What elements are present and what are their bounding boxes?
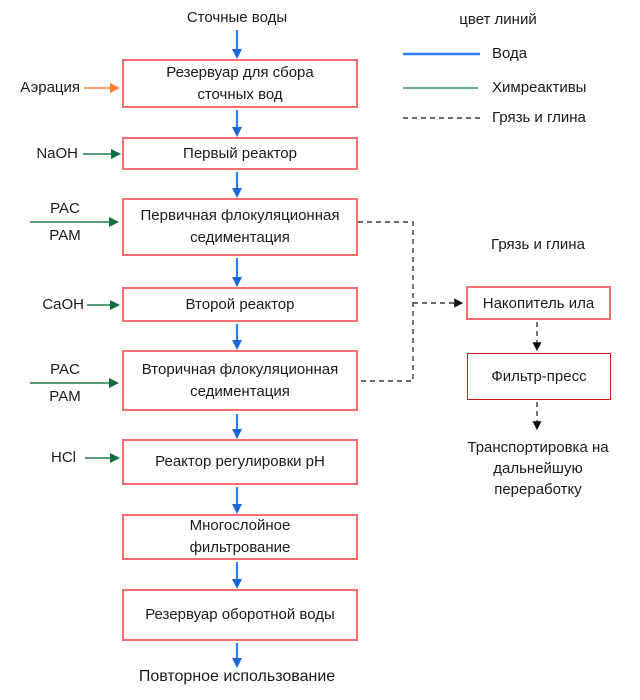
process-box-label: Многослойное фильтрование (189, 517, 291, 556)
process-box-label: Первичная флокуляционная седиментация (140, 207, 340, 246)
sludge-box-filter-press: Фильтр-пресс (467, 353, 611, 400)
legend-title: цвет линий (459, 11, 537, 28)
reagent-label-pam-1: PAM (49, 227, 81, 244)
process-box-first-reactor: Первый реактор (122, 137, 358, 170)
process-box-recycled-water-reservoir: Резервуар оборотной воды (122, 589, 358, 641)
legend-label-chemicals: Химреактивы (492, 79, 587, 96)
process-box-label: Реактор регулировки pH (155, 453, 325, 471)
process-box-label: Резервуар для сбора сточных вод (166, 63, 314, 103)
reagent-label-aeration: Аэрация (20, 79, 80, 96)
sludge-transport-label: Транспортировка на дальнейшую переработк… (467, 439, 609, 498)
process-box-collection-reservoir: Резервуар для сбора сточных вод (122, 59, 358, 108)
reagent-label-pac-2: PAC (50, 361, 80, 378)
sludge-box-tank: Накопитель ила (466, 286, 611, 320)
sludge-box-label: Фильтр-пресс (491, 368, 587, 385)
reagent-label-caoh: CaOH (42, 296, 84, 313)
legend-lines (403, 52, 480, 119)
reagent-label-pam-2: PAM (49, 388, 81, 405)
reagent-arrows (30, 83, 121, 463)
process-box-label: Второй реактор (185, 295, 295, 313)
sludge-box-label: Накопитель ила (482, 294, 595, 312)
reagent-label-pac-1: PAC (50, 200, 80, 217)
process-box-ph-reactor: Реактор регулировки pH (122, 439, 358, 485)
legend-label-sludge: Грязь и глина (492, 109, 586, 126)
reagent-label-hcl: HCl (51, 449, 76, 466)
process-box-second-reactor: Второй реактор (122, 287, 358, 322)
source-label: Сточные воды (186, 9, 288, 26)
sludge-collector-path (358, 221, 414, 382)
sludge-branch-title: Грязь и глина (491, 236, 585, 253)
sludge-dashed-lines (358, 221, 542, 431)
process-box-secondary-flocculation: Вторичная флокуляционная седиментация (122, 350, 358, 411)
process-box-label: Вторичная флокуляционная седиментация (141, 360, 339, 400)
reuse-label: Повторное использование (138, 668, 336, 685)
process-box-primary-flocculation: Первичная флокуляционная седиментация (122, 198, 358, 256)
process-box-label: Резервуар оборотной воды (145, 606, 335, 624)
process-box-multilayer-filtration: Многослойное фильтрование (122, 514, 358, 560)
legend-label-water: Вода (492, 45, 528, 62)
reagent-label-naoh: NaOH (36, 145, 78, 162)
process-box-label: Первый реактор (183, 144, 297, 162)
